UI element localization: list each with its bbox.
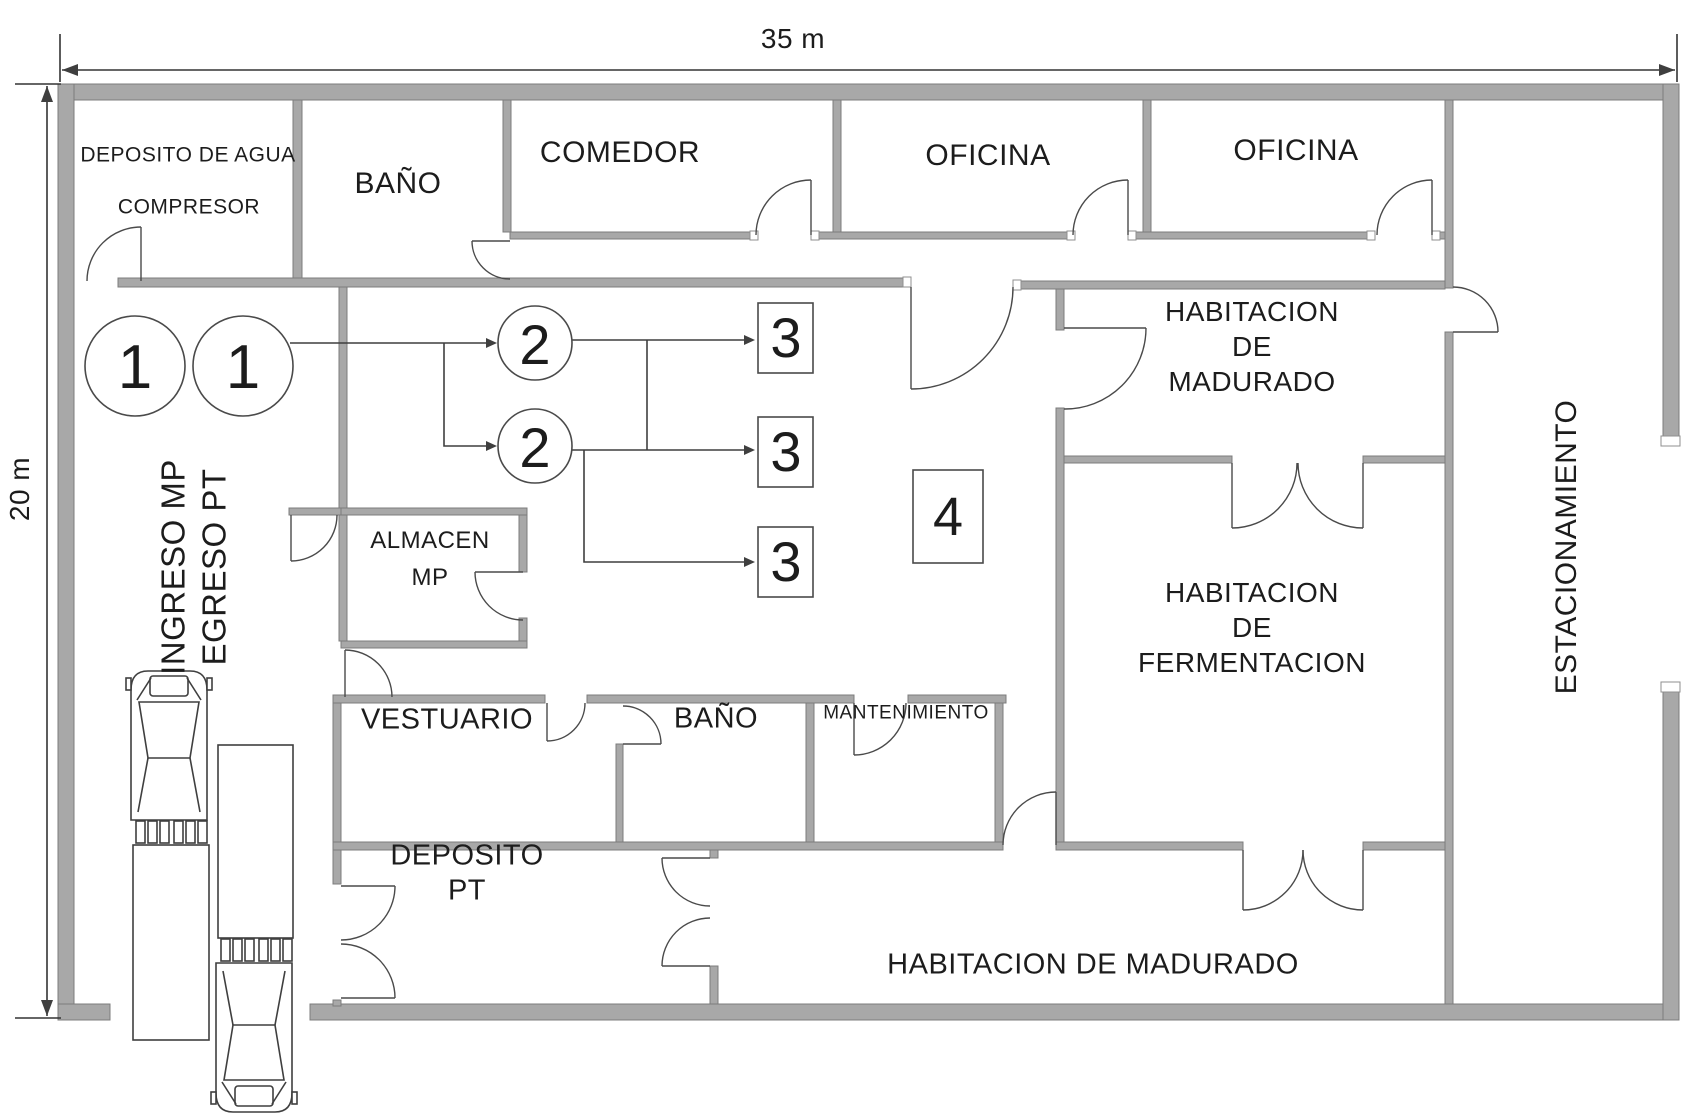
room-label-madurado-bottom: HABITACION DE MADURADO: [887, 948, 1299, 981]
flow-number-1a: 1: [117, 333, 153, 402]
room-label-almacen-2: MP: [411, 564, 449, 591]
process-circle-1a: [84, 315, 186, 417]
room-label-deposito-pt-1: DEPOSITO: [390, 839, 544, 872]
room-label-compresor: COMPRESOR: [117, 195, 261, 219]
room-label-estacionamiento: ESTACIONAMIENTO: [1550, 399, 1583, 695]
room-label-deposito-agua: DEPOSITO DE AGUA: [80, 143, 296, 167]
outer-walls: [57, 83, 1681, 1021]
room-label-fermentacion-1: HABITACION: [1164, 577, 1340, 608]
room-label-oficina-2: OFICINA: [1233, 134, 1359, 167]
dimension-width-label: 35 m: [760, 23, 826, 54]
room-label-bano-top: BAÑO: [354, 167, 442, 200]
flow-number-1b: 1: [225, 333, 261, 402]
flow-number-4: 4: [932, 487, 964, 547]
truck-icon: [125, 670, 213, 1041]
process-circle-1b: [192, 315, 294, 417]
room-label-vestuario: VESTUARIO: [360, 703, 534, 736]
room-label-bano-bottom: BAÑO: [673, 702, 759, 735]
flow-number-3c: 3: [770, 530, 802, 593]
door-symbols: [86, 179, 1499, 999]
process-box-3a: [757, 302, 814, 374]
flow-number-2b: 2: [519, 416, 551, 479]
process-box-4: [912, 469, 984, 564]
flow-number-2a: 2: [519, 313, 551, 376]
truck-icon: [210, 744, 298, 1113]
dimension-lines: [15, 34, 1678, 1019]
dimension-height-label: 20 m: [4, 456, 35, 522]
room-label-madurado-top-1: HABITACION: [1164, 296, 1340, 327]
process-circle-2b: [497, 408, 573, 484]
interior-walls: [117, 99, 1454, 1007]
label-egreso-pt: EGRESO PT: [195, 468, 233, 666]
room-label-oficina-1: OFICINA: [925, 139, 1051, 172]
room-label-mantenimiento: MANTENIMIENTO: [823, 702, 989, 724]
room-label-madurado-top-2: DE: [1232, 331, 1272, 362]
process-circle-2a: [497, 305, 573, 381]
label-ingreso-mp: INGRESO MP: [154, 459, 192, 675]
flow-number-3b: 3: [770, 420, 802, 483]
room-label-comedor: COMEDOR: [539, 136, 701, 169]
flow-number-3a: 3: [770, 306, 802, 369]
room-label-almacen-1: ALMACEN: [370, 527, 490, 554]
room-label-madurado-top-3: MADURADO: [1168, 366, 1336, 397]
room-label-fermentacion-3: FERMENTACION: [1138, 647, 1366, 678]
room-label-deposito-pt-2: PT: [447, 874, 487, 907]
room-label-fermentacion-2: DE: [1232, 612, 1272, 643]
process-box-3b: [757, 416, 814, 488]
process-flow-lines: [290, 335, 755, 567]
process-box-3c: [757, 526, 814, 598]
process-flow-symbols: [84, 302, 984, 598]
